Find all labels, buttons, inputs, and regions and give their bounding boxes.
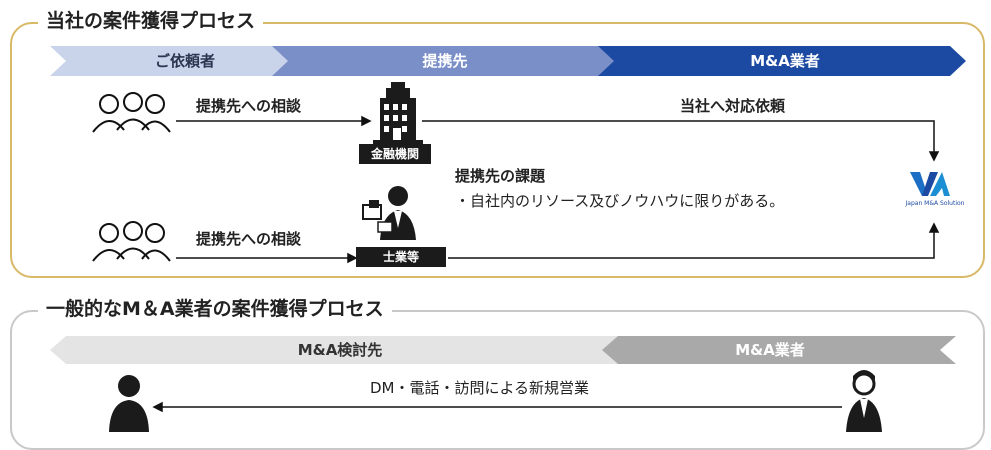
consult-label-top: 提携先への相談 [196,97,302,115]
logo-text: Japan M&A Solution [905,200,965,207]
professional-label: 士業等 [356,247,446,267]
general-process-title: 一般的なM＆A業者の案件獲得プロセス [38,297,392,321]
chevron-partner [272,46,628,76]
company-process-graphics [50,46,966,432]
person-icon [109,375,149,432]
chevron-requester-label: ご依頼者 [154,52,215,70]
chevron-requester [50,46,302,76]
arrow-sales [152,401,842,413]
company-process-frame [10,22,985,278]
arrow-consult-bottom [176,252,358,264]
arrow-request [422,120,940,162]
request-label: 当社へ対応依頼 [680,97,786,115]
chevron-ma-firm [598,46,966,76]
bank-building-icon [373,82,423,145]
japan-ma-solution-logo [910,172,950,196]
people-group-icon-top [92,92,171,133]
chevron-partner-label: 提携先 [422,52,468,70]
consult-label-bottom: 提携先への相談 [196,230,302,248]
chevron-ma-firm-general [602,336,956,364]
issue-title: 提携先の課題 [455,167,546,185]
professional-person-icon [362,186,416,240]
chevron-ma-prospect [50,336,620,364]
bank-label: 金融機関 [359,144,431,164]
arrow-professional-to-firm [448,222,940,259]
people-group-icon-bottom [92,221,171,262]
chevron-ma-prospect-label: M&A検討先 [297,341,383,359]
businessman-icon [846,370,882,432]
issue-text: ・自社内のリソース及びノウハウに限りがある。 [455,192,785,210]
chevron-ma-firm-label: M&A業者 [750,52,820,70]
chevron-ma-firm-general-label: M&A業者 [735,341,805,359]
company-process-title: 当社の案件獲得プロセス [38,9,264,33]
sales-label: DM・電話・訪問による新規営業 [370,379,590,397]
arrow-consult-top [176,115,372,127]
